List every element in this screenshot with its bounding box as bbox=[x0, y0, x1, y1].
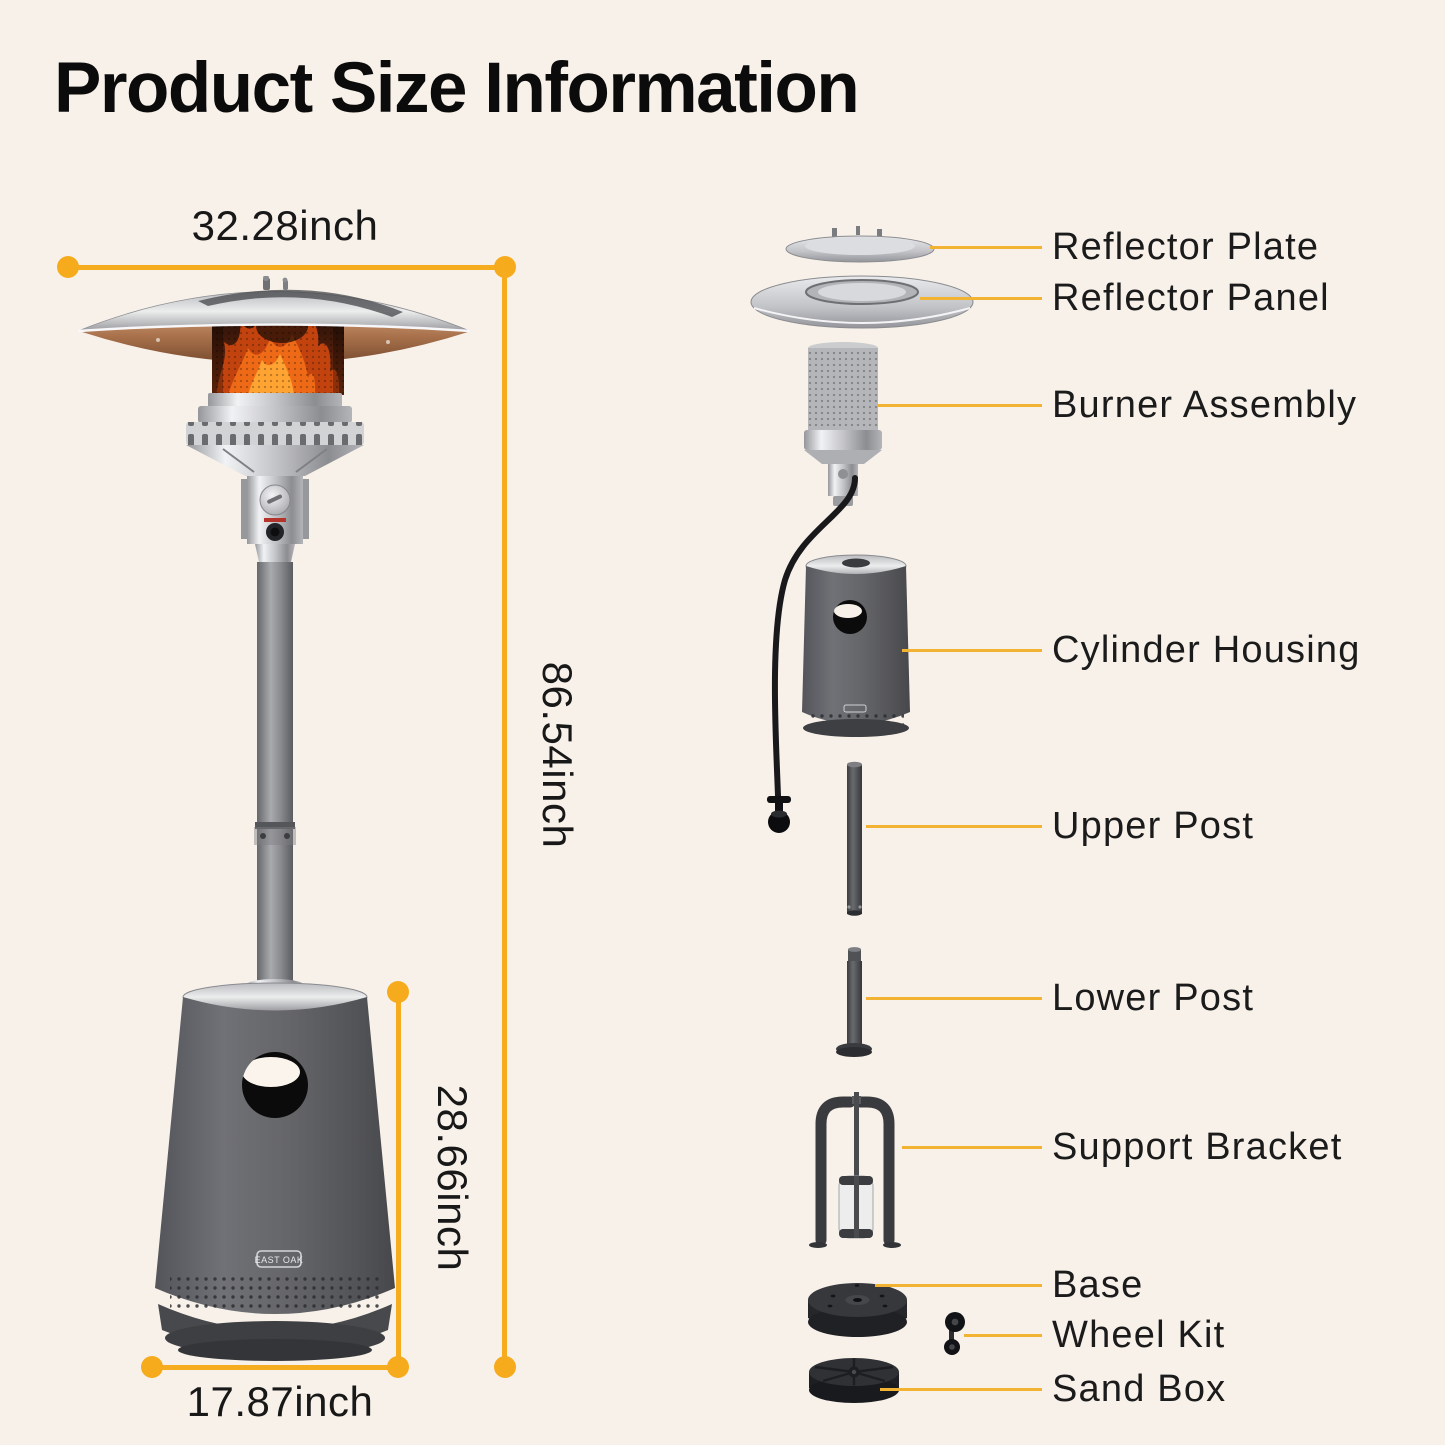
cylinder-housing: EAST OAK bbox=[155, 979, 395, 1361]
leader-burner-assembly bbox=[878, 404, 1042, 407]
total-height-dimension-label: 86.54inch bbox=[534, 661, 581, 849]
page-title: Product Size Information bbox=[54, 49, 860, 128]
cylinder-housing-part bbox=[802, 554, 910, 737]
sand-box-part bbox=[809, 1358, 899, 1403]
part-label-burner-assembly: Burner Assembly bbox=[1052, 384, 1358, 426]
leader-lower-post bbox=[866, 997, 1042, 1000]
leader-sand-box bbox=[880, 1388, 1042, 1391]
control-head bbox=[241, 476, 309, 562]
part-label-reflector-panel: Reflector Panel bbox=[1052, 277, 1330, 319]
upper-post-part bbox=[847, 761, 862, 916]
burner-assembly-part bbox=[804, 342, 882, 506]
tank-height-dimension-line bbox=[396, 992, 401, 1367]
reflector-panel-part bbox=[750, 275, 974, 329]
leader-support-bracket bbox=[902, 1146, 1042, 1149]
reflector-top bbox=[77, 276, 471, 344]
base-part bbox=[808, 1283, 907, 1337]
leader-cylinder-housing bbox=[902, 649, 1042, 652]
burner-head bbox=[186, 393, 364, 476]
dimension-dot bbox=[387, 1356, 409, 1378]
part-label-cylinder-housing: Cylinder Housing bbox=[1052, 629, 1361, 671]
dimension-dot bbox=[57, 256, 79, 278]
dimension-dot bbox=[387, 981, 409, 1003]
brand-badge: EAST OAK bbox=[255, 1255, 304, 1265]
leader-wheel-kit bbox=[964, 1334, 1042, 1337]
gas-hose bbox=[767, 475, 858, 833]
wheel-kit-part bbox=[944, 1312, 965, 1355]
main-pole bbox=[254, 562, 296, 990]
tank-height-dimension-label: 28.66inch bbox=[429, 1084, 476, 1272]
base-width-dimension-label: 17.87inch bbox=[186, 1378, 374, 1425]
part-label-lower-post: Lower Post bbox=[1052, 977, 1255, 1019]
assembled-heater-illustration: EAST OAK bbox=[77, 276, 471, 1361]
leader-reflector-plate bbox=[930, 246, 1042, 249]
part-label-support-bracket: Support Bracket bbox=[1052, 1126, 1343, 1168]
support-bracket-part bbox=[809, 1092, 901, 1248]
part-label-wheel-kit: Wheel Kit bbox=[1052, 1314, 1226, 1356]
base-width-dimension-line bbox=[152, 1365, 400, 1370]
lower-post-part bbox=[836, 947, 872, 1057]
leader-base bbox=[875, 1284, 1042, 1287]
part-label-upper-post: Upper Post bbox=[1052, 805, 1255, 847]
leader-reflector-panel bbox=[920, 297, 1042, 300]
part-label-sand-box: Sand Box bbox=[1052, 1368, 1227, 1410]
dimension-dot bbox=[141, 1356, 163, 1378]
width-dimension-label: 32.28inch bbox=[191, 202, 379, 249]
width-dimension-line bbox=[66, 265, 507, 270]
dimension-dot bbox=[494, 1356, 516, 1378]
part-label-base: Base bbox=[1052, 1264, 1144, 1306]
total-height-dimension-line bbox=[502, 267, 507, 1367]
reflector-plate-part bbox=[785, 226, 935, 263]
part-label-reflector-plate: Reflector Plate bbox=[1052, 226, 1320, 268]
leader-upper-post bbox=[866, 825, 1042, 828]
